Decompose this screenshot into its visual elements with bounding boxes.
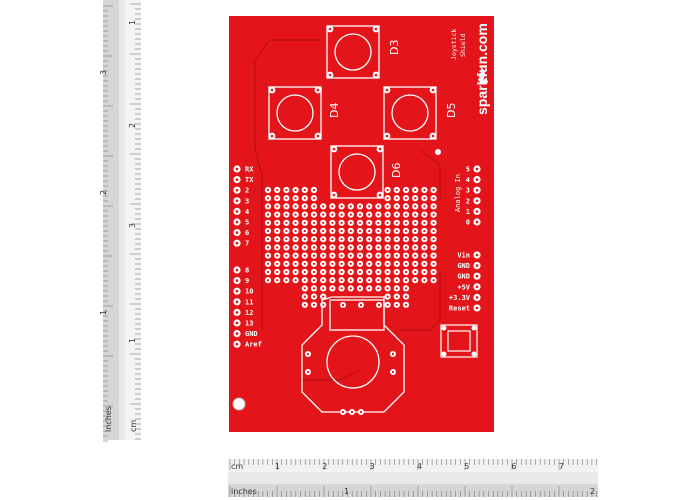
analog-pin-label: 0 xyxy=(466,219,470,227)
vruler-number: 3 xyxy=(128,223,137,228)
tactile-button-d6: D6 xyxy=(330,145,403,199)
reset-button-footprint xyxy=(440,324,478,358)
hruler-cm-number: 2 xyxy=(322,462,327,471)
button-label: D4 xyxy=(328,103,341,118)
hruler-cm-number: 1 xyxy=(275,462,280,471)
tactile-button-d5: D5 xyxy=(383,86,458,140)
analog-pin-label: 1 xyxy=(466,208,470,216)
horizontal-ruler: cm 1 2 3 4 5 6 7 inches 1 2 xyxy=(228,459,598,497)
left-header-pin-label: 7 xyxy=(245,240,249,248)
vruler-number: 2 xyxy=(99,190,108,195)
hruler-cm-number: 5 xyxy=(464,462,469,471)
vruler-unit-cm: cm xyxy=(129,420,138,432)
flame-logo-icon xyxy=(478,66,488,85)
left-header-pin-label: 4 xyxy=(245,208,249,216)
left-header-pin-label: 11 xyxy=(245,298,253,306)
left-header-pin-label: TX xyxy=(245,176,254,184)
vruler-number: 2 xyxy=(128,123,137,128)
left-header-pin-label: RX xyxy=(245,166,254,174)
product-name-line2: Shield xyxy=(459,33,467,57)
vruler-number: 1 xyxy=(99,310,108,315)
left-header-pin-label: 3 xyxy=(245,197,249,205)
fiducial xyxy=(435,149,441,155)
left-header-pin-label: 5 xyxy=(245,219,249,227)
mounting-hole xyxy=(232,397,246,411)
left-header-pin-label: 9 xyxy=(245,277,249,285)
left-header-pin-label: 6 xyxy=(245,229,249,237)
button-label: D5 xyxy=(445,103,458,118)
left-header-pin-label: 8 xyxy=(245,267,249,275)
brand-block: sparkfun.com Joystick Shield xyxy=(450,23,490,115)
product-name-line1: Joystick xyxy=(450,29,458,60)
analog-pin-label: 5 xyxy=(466,166,470,174)
left-header-pin-label: 10 xyxy=(245,288,253,296)
hruler-cm-number: 3 xyxy=(370,462,375,471)
power-pin-label: GND xyxy=(457,262,470,270)
tactile-button-d4: D4 xyxy=(268,86,341,140)
power-pin-label: Reset xyxy=(449,305,470,313)
left-header-pin-label: 2 xyxy=(245,187,249,195)
analog-pin-label: 4 xyxy=(466,176,470,184)
analog-in-caption: Analog In xyxy=(454,174,462,212)
power-pin-label: GND xyxy=(457,273,470,281)
hruler-inch-number: 2 xyxy=(590,487,595,496)
left-header-pin-label: GND xyxy=(245,330,258,338)
button-label: D6 xyxy=(390,163,403,178)
hruler-cm-number: 7 xyxy=(559,462,564,471)
power-pin-label: Vin xyxy=(457,252,470,260)
hruler-unit-inches: inches xyxy=(231,487,257,496)
hruler-inch-number: 1 xyxy=(344,487,349,496)
analog-pin-label: 3 xyxy=(466,187,470,195)
vruler-inch-number: 1 xyxy=(128,338,137,343)
hruler-cm-number: 4 xyxy=(417,462,422,471)
hruler-unit-cm: cm xyxy=(231,462,243,471)
tactile-button-d3: D3 xyxy=(326,25,401,79)
left-header-pin-label: Aref xyxy=(245,341,262,349)
power-pin-label: +5V xyxy=(457,283,470,291)
vruler-number: 1 xyxy=(128,20,137,25)
analog-pin-label: 2 xyxy=(466,197,470,205)
power-pin-label: +3.3V xyxy=(449,294,471,302)
left-header-pin-label: 13 xyxy=(245,320,253,328)
vertical-ruler: 3 2 1 1 2 3 1 inches cm xyxy=(99,0,141,442)
vruler-unit-inches: inches xyxy=(104,406,113,432)
button-label: D3 xyxy=(388,40,401,55)
left-header-pin-label: 12 xyxy=(245,309,253,317)
hruler-cm-number: 6 xyxy=(512,462,517,471)
vruler-number: 3 xyxy=(99,70,108,75)
